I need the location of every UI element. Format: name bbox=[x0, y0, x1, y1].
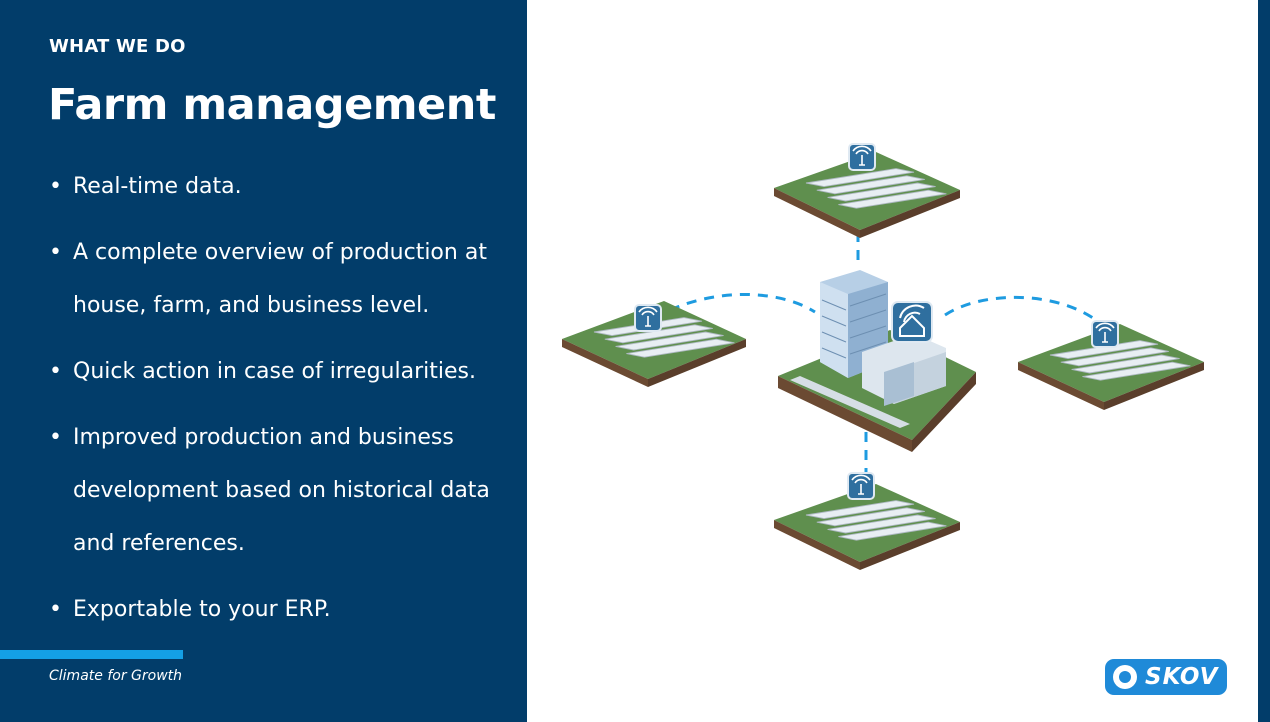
bullet-item: Exportable to your ERP. bbox=[49, 583, 519, 636]
headquarters-building bbox=[778, 270, 976, 452]
bullet-list: Real-time data. A complete overview of p… bbox=[49, 160, 519, 649]
tagline: Climate for Growth bbox=[49, 668, 183, 684]
connector-lines bbox=[669, 232, 1094, 472]
right-edge-stripe bbox=[1256, 0, 1270, 722]
signal-tower-icon bbox=[847, 472, 875, 500]
farm-network-diagram bbox=[562, 143, 1204, 570]
accent-bar bbox=[0, 650, 183, 659]
skov-logo-icon bbox=[1113, 665, 1137, 689]
farm-tile-bottom bbox=[774, 484, 960, 570]
text-panel: WHAT WE DO Farm management Real-time dat… bbox=[0, 0, 527, 722]
skov-logo: SKOV bbox=[1105, 659, 1227, 695]
bullet-item: A complete overview of production at hou… bbox=[49, 226, 519, 332]
bullet-item: Quick action in case of irregularities. bbox=[49, 345, 519, 398]
bullet-item: Improved production and business develop… bbox=[49, 411, 519, 570]
farm-tile-top bbox=[774, 152, 960, 238]
signal-tower-icon bbox=[1091, 320, 1119, 348]
section-label: WHAT WE DO bbox=[49, 36, 186, 57]
signal-tower-icon bbox=[634, 304, 662, 332]
bullet-item: Real-time data. bbox=[49, 160, 519, 213]
farm-tile-right bbox=[1018, 324, 1204, 410]
farm-tile-left bbox=[562, 301, 746, 387]
slide-title: Farm management bbox=[48, 80, 496, 130]
signal-tower-icon bbox=[848, 143, 876, 171]
logo-text: SKOV bbox=[1145, 664, 1219, 690]
house-wifi-icon bbox=[891, 301, 933, 343]
